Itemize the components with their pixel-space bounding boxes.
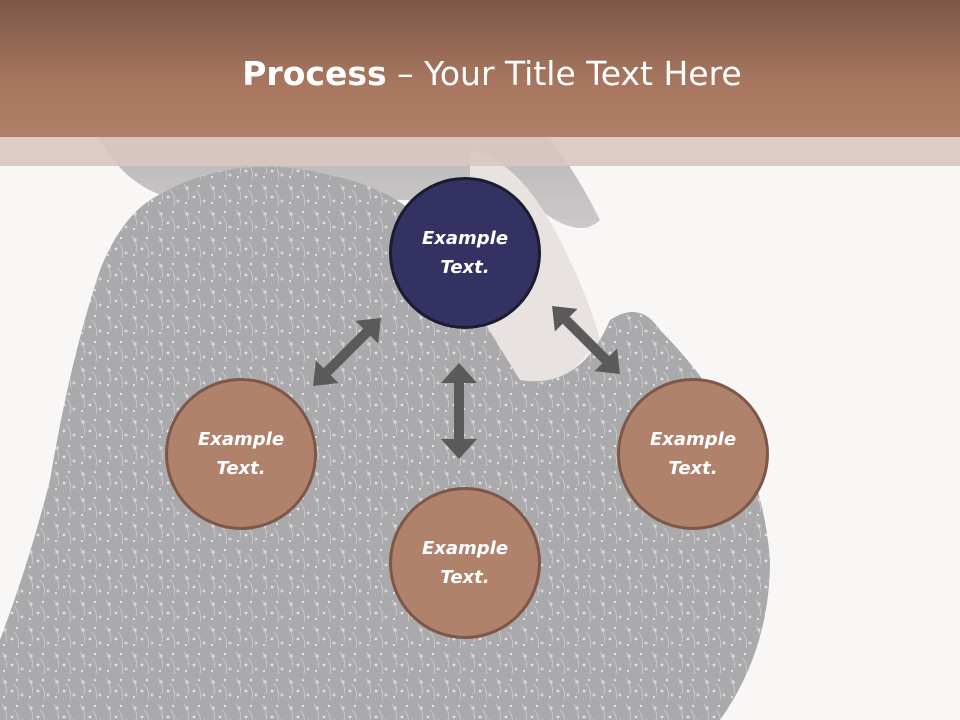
- title-bar: [0, 0, 960, 137]
- node-right-line1: Example: [649, 429, 737, 450]
- title-rest: – Your Title Text Here: [386, 54, 742, 93]
- node-bottom: Example Text.: [389, 487, 541, 639]
- node-left-line1: Example: [197, 429, 285, 450]
- slide-title: Process – Your Title Text Here: [0, 52, 960, 96]
- node-left-line2: Text.: [216, 458, 266, 479]
- node-right-line2: Text.: [668, 458, 718, 479]
- node-bottom-line1: Example: [421, 538, 509, 559]
- node-left: Example Text.: [165, 378, 317, 530]
- node-top-line2: Text.: [440, 257, 490, 278]
- title-bold: Process: [242, 54, 387, 93]
- node-bottom-line2: Text.: [440, 567, 490, 588]
- title-bar-strip: [0, 137, 960, 166]
- node-top: Example Text.: [389, 177, 541, 329]
- node-right: Example Text.: [617, 378, 769, 530]
- node-top-line1: Example: [421, 228, 509, 249]
